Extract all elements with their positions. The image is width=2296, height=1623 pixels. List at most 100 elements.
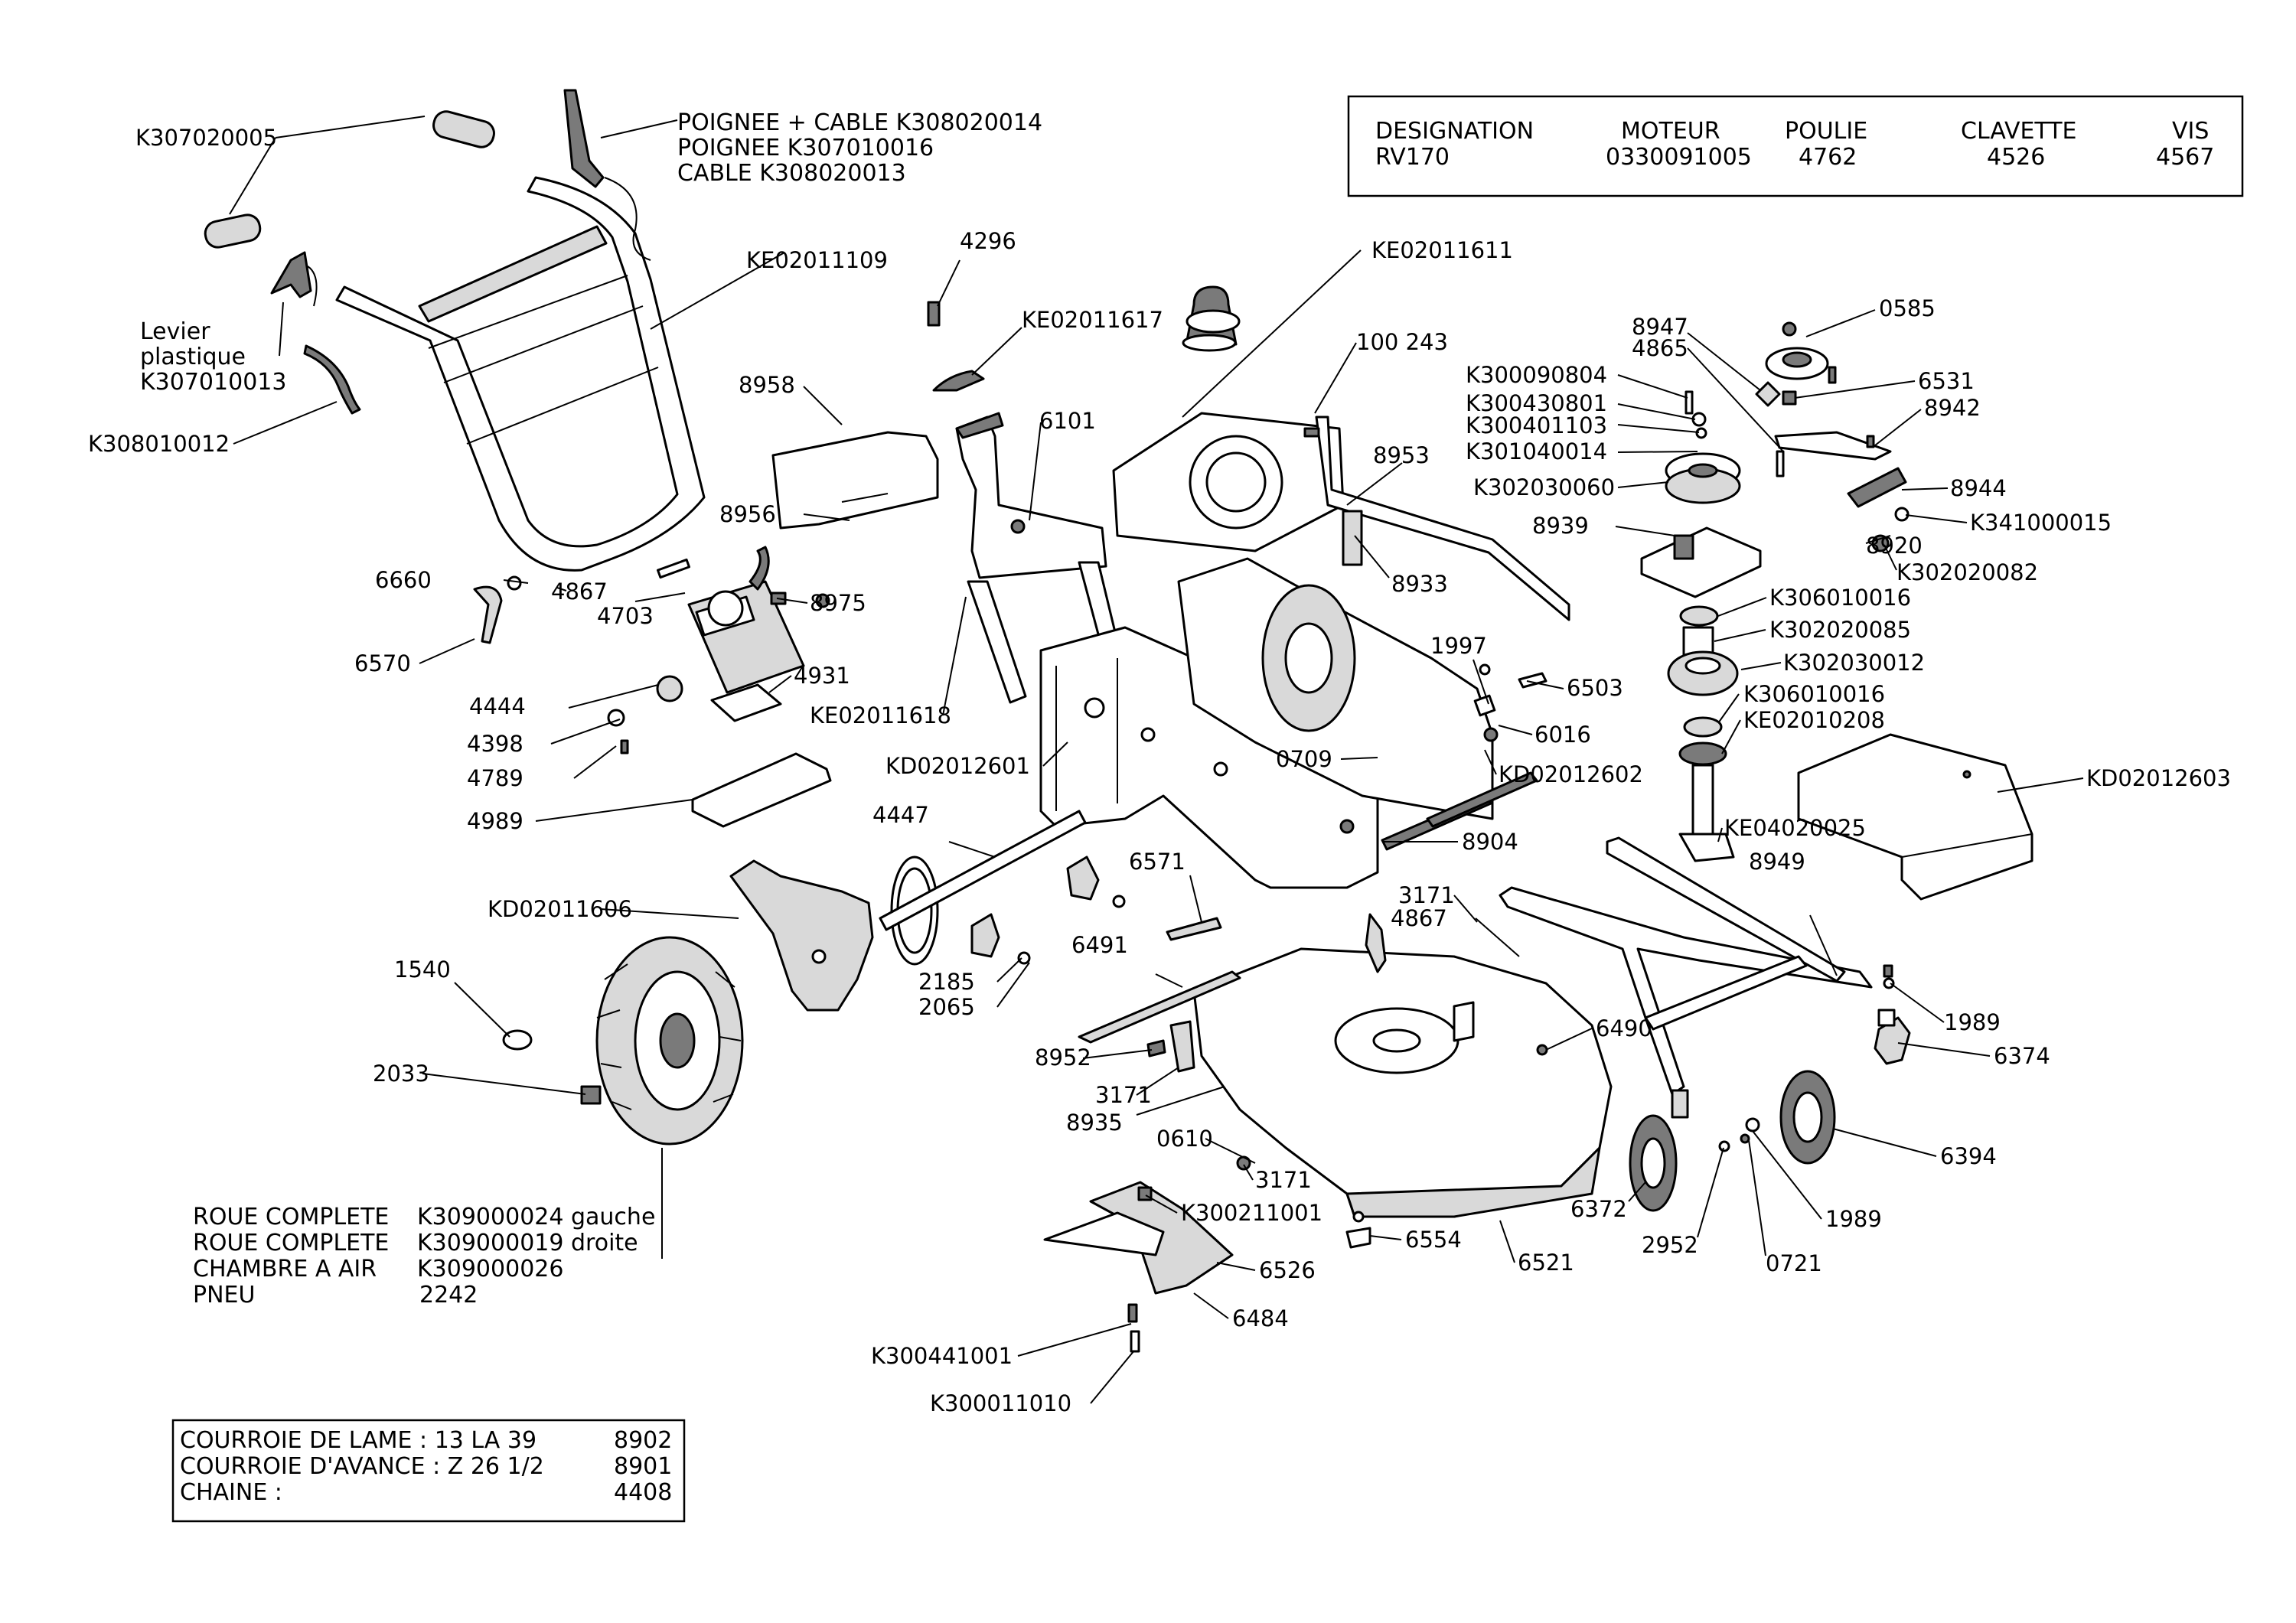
- callout-label: 8956: [719, 501, 776, 527]
- callout-label: 0721: [1766, 1250, 1822, 1276]
- callout-label: 1989: [1944, 1009, 2001, 1035]
- callout-label: 6101: [1039, 408, 1096, 434]
- wheel-ref-label: ROUE COMPLETE: [193, 1230, 389, 1256]
- callout-label: K300011010: [930, 1390, 1071, 1416]
- callout-label: KE04020025: [1724, 815, 1866, 841]
- callout-label: KE02011617: [1022, 307, 1163, 333]
- spec-value-vis: 4567: [2156, 144, 2214, 171]
- callout-label: 6484: [1232, 1305, 1289, 1331]
- callout-label: K302020082: [1896, 559, 2038, 585]
- callout-label: KD02012602: [1499, 761, 1643, 787]
- callout-label: 6374: [1994, 1043, 2050, 1069]
- drive-assembly: [729, 810, 1126, 1012]
- callout-label: 4989: [467, 808, 523, 834]
- handle-assembly: [204, 89, 706, 572]
- callout-label: 4867: [1391, 905, 1447, 931]
- callout-label: 8935: [1066, 1110, 1123, 1136]
- callout-label: 8939: [1532, 513, 1589, 539]
- callout-label: 6521: [1518, 1250, 1574, 1276]
- callout-label: 1997: [1430, 633, 1487, 659]
- callout-label: KE02011618: [810, 702, 951, 728]
- callout-label: 4447: [872, 802, 929, 828]
- callout-label: 6660: [375, 567, 432, 593]
- callout-label: KE02011611: [1371, 237, 1513, 263]
- callout-label: 8952: [1035, 1045, 1091, 1071]
- wheel-reference-list: ROUE COMPLETE K309000024 gauche ROUE COM…: [193, 1204, 655, 1309]
- callout-label: K341000015: [1970, 510, 2112, 536]
- callout-label: 8947: [1632, 314, 1688, 340]
- callout-label: K300430801: [1466, 390, 1607, 416]
- belt-lame-ref: 8902: [614, 1427, 672, 1454]
- spec-value-moteur: 0330091005: [1606, 144, 1752, 171]
- wheel-ref-label: ROUE COMPLETE: [193, 1204, 389, 1230]
- callout-label: 100 243: [1356, 329, 1448, 355]
- belt-lame-label: COURROIE DE LAME : 13 LA 39: [180, 1427, 536, 1454]
- spec-table: DESIGNATION MOTEUR POULIE CLAVETTE VIS R…: [1347, 95, 2244, 197]
- grip-right: [432, 110, 495, 148]
- spec-header-poulie: POULIE: [1785, 118, 1867, 145]
- label-cable: CABLE K308020013: [677, 160, 906, 187]
- spec-header-clavette: CLAVETTE: [1961, 118, 2077, 145]
- gearbox-assembly: [473, 546, 832, 828]
- grip-left: [204, 213, 262, 249]
- callout-label: K301040014: [1466, 438, 1607, 464]
- part-callouts: K307020005 KE02011109 K308010012 4296 KE…: [88, 125, 2231, 1416]
- leader-lines: [229, 116, 2084, 1404]
- callout-label: 0610: [1156, 1126, 1213, 1152]
- callout-label: K300211001: [1181, 1200, 1322, 1226]
- drive-wheel: [502, 936, 744, 1146]
- callout-label: K300441001: [871, 1343, 1013, 1369]
- callout-label: KD02012603: [2086, 765, 2231, 791]
- callout-label: 6571: [1129, 849, 1186, 875]
- wheel-ref-value: K309000024 gauche: [417, 1204, 655, 1230]
- callout-label: 4867: [551, 578, 608, 605]
- handle-labels: POIGNEE + CABLE K308020014 POIGNEE K3070…: [140, 109, 1042, 396]
- spec-value-clavette: 4526: [1987, 144, 2045, 171]
- callout-label: K302020085: [1769, 617, 1911, 643]
- callout-label: 2065: [918, 994, 975, 1020]
- callout-label: 8904: [1462, 829, 1518, 855]
- callout-label: 6016: [1534, 722, 1591, 748]
- callout-label: 8949: [1749, 849, 1805, 875]
- callout-label: 4789: [467, 765, 523, 791]
- callout-label: 6490: [1596, 1015, 1652, 1041]
- spec-header-moteur: MOTEUR: [1621, 118, 1720, 145]
- callout-label: KE02010208: [1743, 707, 1885, 733]
- callout-label: 2185: [918, 969, 975, 995]
- callout-label: KD02011606: [488, 896, 632, 922]
- wheel-ref-label: CHAMBRE A AIR: [193, 1256, 377, 1282]
- callout-label: 4865: [1632, 335, 1688, 361]
- callout-label: 4296: [960, 228, 1016, 254]
- label-levier-plastique: plastique: [140, 344, 246, 370]
- callout-label: 2033: [373, 1061, 429, 1087]
- callout-label: 8942: [1924, 395, 1981, 421]
- spec-value-designation: RV170: [1375, 144, 1450, 171]
- callout-label: 1540: [394, 957, 451, 983]
- chaine-ref: 4408: [614, 1479, 672, 1506]
- callout-label: 1989: [1825, 1206, 1882, 1232]
- belt-avance-ref: 8901: [614, 1453, 672, 1480]
- callout-label: 4444: [469, 693, 526, 719]
- callout-label: 8920: [1866, 533, 1923, 559]
- label-poignee: POIGNEE K307010016: [677, 135, 934, 161]
- callout-label: 6394: [1940, 1143, 1997, 1169]
- callout-label: 8944: [1950, 475, 2007, 501]
- wheel-ref-value: K309000026: [417, 1256, 563, 1282]
- spec-value-poulie: 4762: [1799, 144, 1857, 171]
- callout-label: K302030060: [1473, 474, 1615, 500]
- callout-label: K306010016: [1769, 585, 1911, 611]
- pulley-shaft-assembly: [1640, 321, 2033, 901]
- label-poignee-cable: POIGNEE + CABLE K308020014: [677, 109, 1042, 136]
- callout-label: 4703: [597, 603, 654, 629]
- callout-label: 6570: [354, 650, 411, 676]
- callout-label: 8958: [739, 372, 795, 398]
- callout-label: 0709: [1276, 746, 1332, 772]
- callout-label: 8975: [810, 590, 866, 616]
- wheel-ref-value: K309000019 droite: [417, 1230, 638, 1256]
- callout-label: 4931: [794, 663, 850, 689]
- chaine-label: CHAINE :: [180, 1479, 282, 1506]
- engine-deck-assembly: [1112, 285, 1570, 851]
- callout-label: 3171: [1095, 1082, 1152, 1108]
- callout-label: 6372: [1570, 1196, 1627, 1222]
